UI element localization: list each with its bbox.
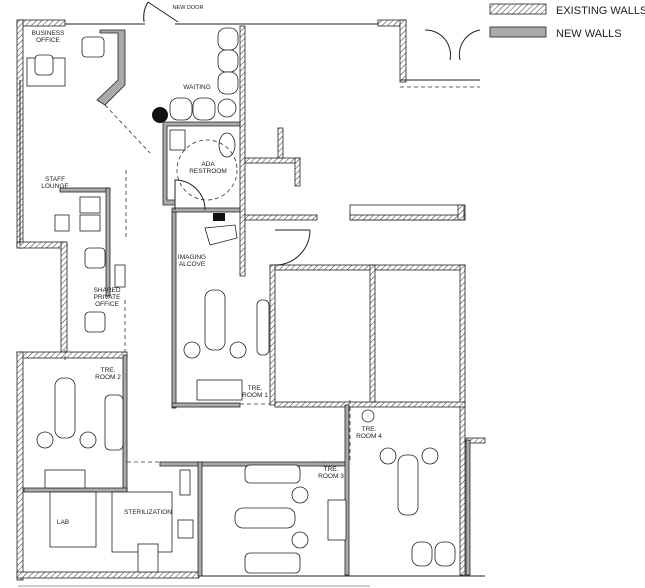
dental-chair-room1 bbox=[183, 289, 270, 401]
legend-existing-swatch bbox=[489, 3, 547, 15]
legend-new-swatch bbox=[489, 26, 547, 38]
turning-circle bbox=[176, 139, 238, 201]
imaging-alcove-label-1: IMAGING bbox=[178, 254, 206, 261]
tre-room-3-label-1: TRE. bbox=[324, 466, 339, 473]
sink-icon bbox=[54, 214, 70, 232]
dental-chair-room4 bbox=[361, 409, 456, 567]
dental-chair-room3 bbox=[234, 464, 347, 574]
tre-room-1-label-1: TRE. bbox=[248, 385, 263, 392]
legend: EXISTING WALLS NEW WALLS bbox=[489, 3, 645, 40]
dental-chair-room2 bbox=[36, 377, 124, 489]
waiting-chairs bbox=[169, 27, 239, 121]
plant-icon bbox=[152, 107, 168, 123]
doors bbox=[64, 1, 481, 463]
tre-room-1-label-2: ROOM 1 bbox=[242, 392, 268, 399]
tre-room-4-label-2: ROOM 4 bbox=[356, 433, 382, 440]
chair-icon bbox=[84, 311, 106, 333]
tre-room-3-label-2: ROOM 3 bbox=[318, 473, 344, 480]
chair-icon bbox=[84, 247, 106, 269]
imaging-unit-icon bbox=[204, 224, 238, 246]
shared-office-label-1: SHARED bbox=[93, 287, 120, 294]
imaging-alcove-label-2: ALCOVE bbox=[179, 261, 206, 268]
tre-room-2-label-1: TRE. bbox=[101, 367, 116, 374]
sterilization-counter bbox=[111, 491, 173, 553]
tre-room-4-label-1: TRE. bbox=[362, 426, 377, 433]
storefront-windows bbox=[18, 23, 485, 587]
shared-office-label-2: PRIVATE bbox=[94, 294, 122, 301]
new-door-label: NEW DOOR bbox=[173, 5, 204, 11]
sterilization-label: STERILIZATION bbox=[124, 509, 172, 516]
waiting-label: WAITING bbox=[183, 84, 211, 91]
shared-office-label-3: OFFICE bbox=[95, 301, 119, 308]
sink-icon bbox=[177, 519, 194, 539]
lab-counter bbox=[49, 491, 97, 548]
tre-room-2-label-2: ROOM 2 bbox=[95, 374, 121, 381]
business-office-label-2: OFFICE bbox=[36, 37, 60, 44]
legend-new-label: NEW WALLS bbox=[556, 28, 622, 40]
legend-existing-label: EXISTING WALLS bbox=[556, 5, 645, 17]
staff-lounge-label-2: LOUNGE bbox=[41, 183, 69, 190]
ada-restroom-label-1: ADA bbox=[201, 161, 215, 168]
staff-lounge-label-1: STAFF bbox=[45, 176, 65, 183]
chair-icon bbox=[81, 36, 105, 58]
toilet-icon bbox=[218, 132, 236, 158]
chair-icon bbox=[34, 54, 54, 76]
ada-restroom-label-2: RESTROOM bbox=[189, 168, 227, 175]
lab-label: LAB bbox=[57, 519, 69, 526]
business-office-label-1: BUSINESS bbox=[32, 30, 66, 37]
furniture bbox=[26, 27, 456, 574]
room-labels: NEW DOOR BUSINESS OFFICE WAITING STAFF L… bbox=[32, 5, 383, 526]
sink-icon bbox=[169, 129, 186, 151]
